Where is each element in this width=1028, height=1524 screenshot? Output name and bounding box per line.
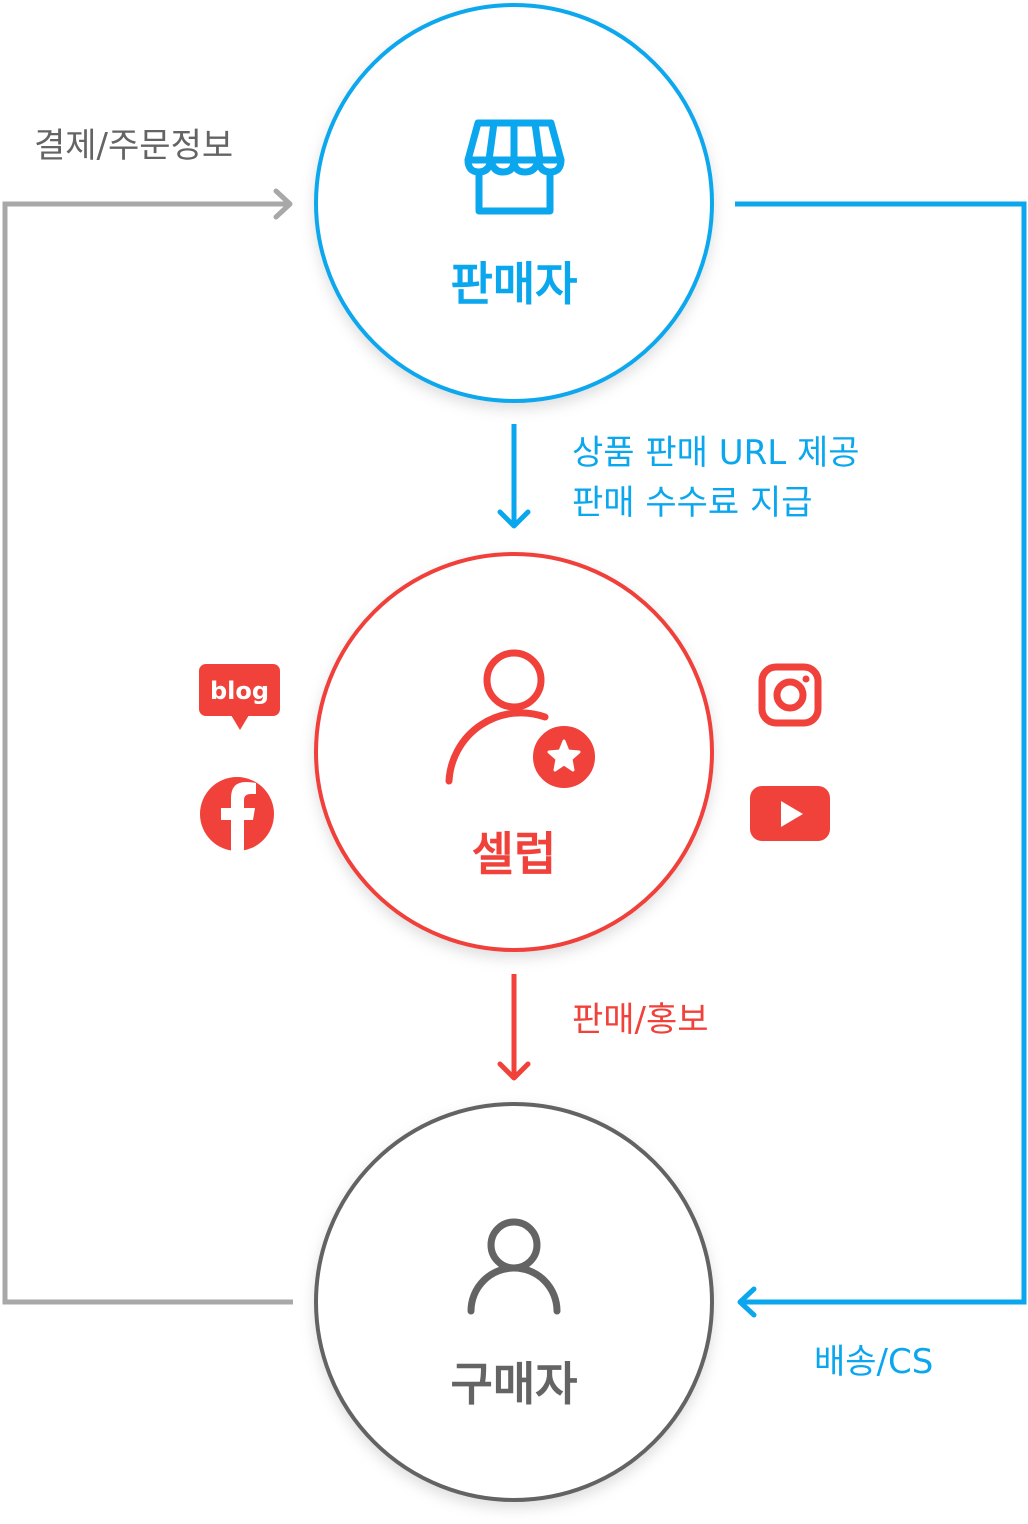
seller-to-celeb-label-line1: 상품 판매 URL 제공: [572, 433, 860, 473]
instagram-icon: [758, 663, 822, 727]
payment-order-label: 결제/주문정보: [34, 126, 233, 166]
store-icon: [464, 119, 565, 215]
delivery-cs-label: 배송/CS: [814, 1342, 933, 1382]
delivery-cs-connector: [735, 201, 1027, 1318]
buyer-node: 구매자: [314, 1102, 714, 1502]
blog-icon-text: blog: [210, 677, 269, 705]
seller-to-celeb-arrow: [497, 424, 531, 529]
facebook-icon: [200, 777, 274, 851]
celeb-node: 셀럽: [314, 552, 714, 952]
star-icon: [547, 739, 581, 772]
payment-order-arrowhead: [273, 188, 293, 220]
seller-to-celeb-label-line2: 판매 수수료 지급: [572, 483, 813, 523]
user-star-icon: [445, 649, 599, 792]
seller-label: 판매자: [451, 257, 578, 311]
user-icon: [467, 1218, 561, 1315]
celeb-to-buyer-arrow: [497, 974, 531, 1081]
celeb-label: 셀럽: [472, 827, 557, 881]
celeb-to-buyer-label: 판매/홍보: [572, 1000, 709, 1040]
delivery-cs-arrowhead: [737, 1286, 757, 1318]
delivery-cs-line: [735, 201, 1027, 1305]
blog-icon: blog: [199, 664, 280, 730]
seller-node: 판매자: [314, 3, 714, 403]
payment-order-connector: [2, 188, 293, 1305]
buyer-label: 구매자: [451, 1357, 578, 1411]
youtube-icon: [750, 786, 830, 841]
payment-order-line: [2, 201, 293, 1305]
